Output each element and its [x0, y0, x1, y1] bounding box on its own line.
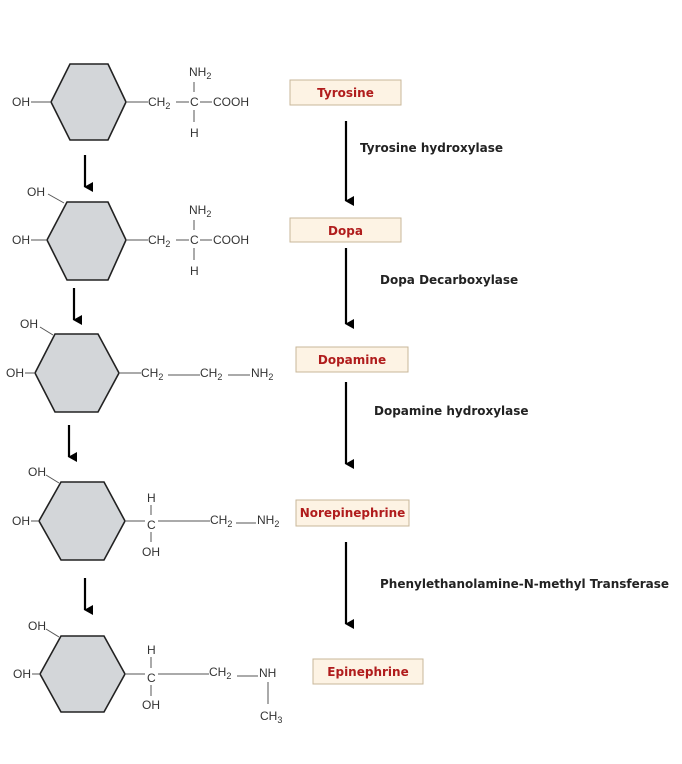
- compound-label-tyrosine: Tyrosine: [289, 79, 402, 106]
- svg-text:Dopa: Dopa: [328, 224, 363, 238]
- tyrosine-structure: OH CH2 C NH2 H COOH: [12, 63, 249, 141]
- dopa-structure: OH OH CH2 C NH2 H COOH: [12, 185, 249, 281]
- ch-group: CH2: [148, 233, 170, 249]
- enzyme-label-dopa-decarboxylase: Dopa Decarboxylase: [380, 273, 518, 287]
- compound-label-epinephrine: Epinephrine: [312, 658, 424, 685]
- enzyme-label-tyrosine-hydroxylase: Tyrosine hydroxylase: [360, 141, 503, 155]
- oh-group: OH: [28, 619, 46, 633]
- svg-text:Tyrosine: Tyrosine: [317, 86, 374, 100]
- amine-group: NH2: [189, 65, 211, 81]
- benzene-ring: [38, 481, 126, 561]
- epinephrine-structure: OH OH H C OH CH2 NH CH3: [13, 619, 282, 725]
- enzyme-label-pnmt: Phenylethanolamine-N-methyl Transferase: [380, 577, 669, 591]
- nh-group: NH: [259, 666, 276, 680]
- oh-group: OH: [6, 366, 24, 380]
- compound-label-norepinephrine: Norepinephrine: [295, 499, 410, 527]
- svg-text:Norepinephrine: Norepinephrine: [300, 506, 406, 520]
- hydrogen-atom: H: [190, 264, 199, 278]
- enzyme-label-dopamine-hydroxylase: Dopamine hydroxylase: [374, 404, 529, 418]
- dopamine-structure: OH OH CH2 CH2 NH2: [6, 317, 273, 413]
- carbon-atom: C: [147, 518, 156, 532]
- amine-group: NH2: [251, 366, 273, 382]
- amine-group: NH2: [189, 203, 211, 219]
- carbon-atom: C: [190, 233, 199, 247]
- carboxyl-group: COOH: [213, 95, 249, 109]
- compound-label-dopa: Dopa: [289, 217, 402, 243]
- norepinephrine-structure: OH OH H C OH CH2 NH2: [12, 465, 279, 561]
- benzene-ring: [46, 201, 127, 281]
- methyl-group: CH3: [260, 709, 282, 725]
- oh-group: OH: [12, 514, 30, 528]
- ch-group: CH2: [210, 513, 232, 529]
- ch-group: CH2: [200, 366, 222, 382]
- benzene-ring: [34, 333, 120, 413]
- svg-text:Epinephrine: Epinephrine: [327, 665, 408, 679]
- benzene-ring: [39, 635, 126, 713]
- oh-group: OH: [28, 465, 46, 479]
- oh-group: OH: [12, 95, 30, 109]
- oh-group: OH: [12, 233, 30, 247]
- benzene-ring: [50, 63, 127, 141]
- hydroxyl-group: OH: [142, 545, 160, 559]
- compound-label-dopamine: Dopamine: [295, 346, 409, 373]
- carboxyl-group: COOH: [213, 233, 249, 247]
- ch-group: CH2: [209, 665, 231, 681]
- oh-group: OH: [13, 667, 31, 681]
- carbon-atom: C: [190, 95, 199, 109]
- ch-group: CH2: [148, 95, 170, 111]
- hydroxyl-group: OH: [142, 698, 160, 712]
- hydrogen-atom: H: [190, 126, 199, 140]
- oh-group: OH: [20, 317, 38, 331]
- hydrogen-atom: H: [147, 643, 156, 657]
- svg-text:Dopamine: Dopamine: [318, 353, 386, 367]
- ch-group: CH2: [141, 366, 163, 382]
- carbon-atom: C: [147, 671, 156, 685]
- oh-group: OH: [27, 185, 45, 199]
- hydrogen-atom: H: [147, 491, 156, 505]
- amine-group: NH2: [257, 513, 279, 529]
